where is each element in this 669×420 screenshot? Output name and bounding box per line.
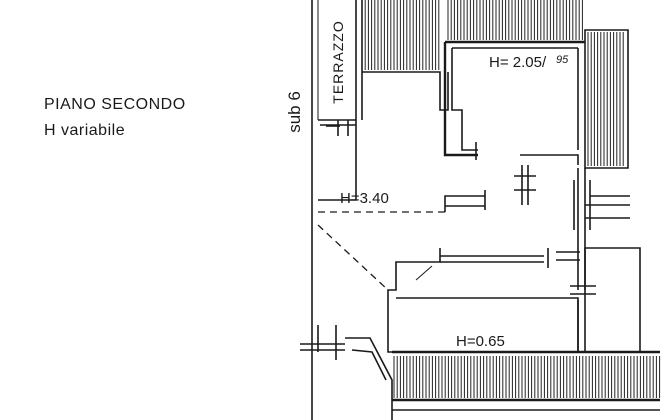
floor-label: PIANO SECONDO — [44, 96, 186, 113]
roof-hatching-right — [587, 32, 624, 166]
height-top-room: H= 2.05/ — [489, 54, 547, 71]
height-main-room: H=3.40 — [340, 190, 389, 207]
terrace-label: TERRAZZO — [330, 20, 346, 103]
height-top-room-annotation: 95 — [556, 54, 569, 66]
roof-hatching-bottom — [393, 356, 661, 398]
roof-hatching-top — [361, 0, 583, 70]
unit-label: sub 6 — [285, 91, 304, 133]
walls — [300, 0, 660, 420]
height-note: H variabile — [44, 122, 126, 139]
height-bottom-room: H=0.65 — [456, 333, 505, 350]
